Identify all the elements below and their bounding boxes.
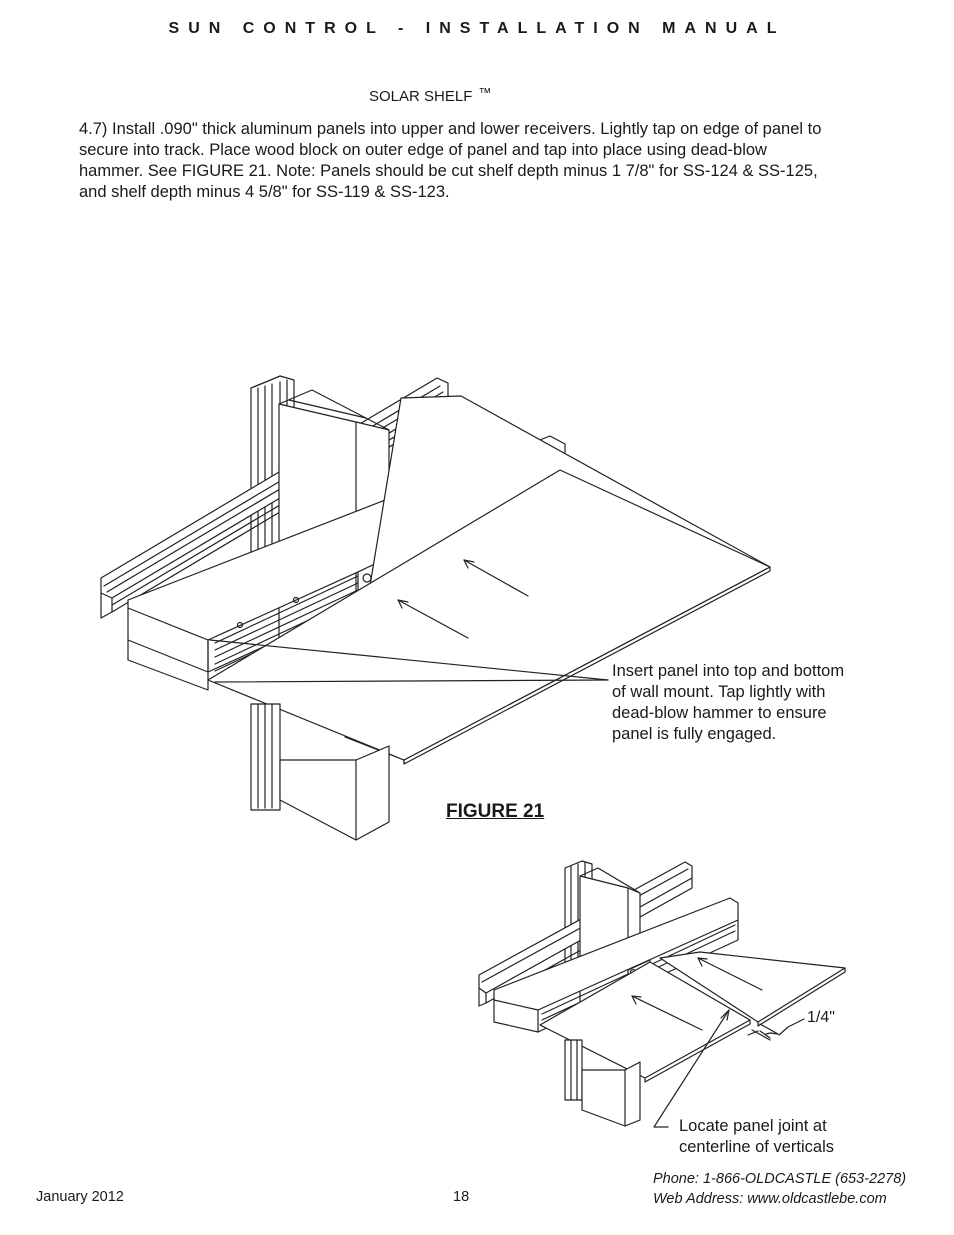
callout-line: Insert panel into top and bottom xyxy=(612,662,845,680)
footer-contact: Phone: 1-866-OLDCASTLE (653-2278) Web Ad… xyxy=(653,1169,906,1209)
instruction-line: hammer. See FIGURE 21. Note: Panels shou… xyxy=(79,162,818,180)
vertical-mullion-lower xyxy=(250,703,390,841)
section-title: SOLAR SHELF ™ xyxy=(369,85,492,105)
insert-arrow-icon xyxy=(697,957,763,991)
callout-line: panel is fully engaged. xyxy=(612,725,777,743)
manual-header: SUN CONTROL - INSTALLATION MANUAL xyxy=(168,20,786,37)
insert-arrow-icon xyxy=(631,995,703,1031)
detail-shelf-illustration xyxy=(478,860,846,1128)
footer-phone: Phone: 1-866-OLDCASTLE (653-2278) xyxy=(653,1171,907,1187)
panel-joint-callout: Locate panel joint at centerline of vert… xyxy=(679,1116,899,1158)
insert-panel-callout: Insert panel into top and bottom of wall… xyxy=(612,661,882,745)
callout-line: Locate panel joint at xyxy=(679,1117,827,1135)
insert-arrow-icon xyxy=(463,559,529,597)
page-number: 18 xyxy=(453,1189,470,1205)
trademark-symbol: ™ xyxy=(478,85,492,100)
instruction-line: 4.7) Install .090" thick aluminum panels… xyxy=(79,120,822,138)
dimension-label: 1/4" xyxy=(807,1009,835,1026)
dimension-marker xyxy=(747,1018,805,1041)
instruction-paragraph: 4.7) Install .090" thick aluminum panels… xyxy=(79,119,889,203)
main-shelf-illustration xyxy=(100,375,771,841)
figure-label: FIGURE 21 xyxy=(446,801,545,822)
callout-line: of wall mount. Tap lightly with xyxy=(612,683,826,701)
aluminum-panel-lower xyxy=(207,469,771,765)
instruction-line: secure into track. Place wood block on o… xyxy=(79,141,767,159)
insert-arrow-icon xyxy=(397,599,469,639)
callout-leader-lines xyxy=(209,639,609,683)
footer-date: January 2012 xyxy=(36,1189,124,1205)
callout-line: centerline of verticals xyxy=(679,1138,834,1156)
detail-mullion-lower xyxy=(564,1039,641,1127)
detail-leader-line xyxy=(653,1009,730,1128)
section-title-text: SOLAR SHELF xyxy=(369,88,473,105)
callout-line: dead-blow hammer to ensure xyxy=(612,704,827,722)
footer-web: Web Address: www.oldcastlebe.com xyxy=(653,1191,887,1207)
instruction-line: and shelf depth minus 4 5/8" for SS-119 … xyxy=(79,183,450,201)
detail-panel-left xyxy=(539,961,751,1083)
detail-panel-right xyxy=(659,951,846,1027)
